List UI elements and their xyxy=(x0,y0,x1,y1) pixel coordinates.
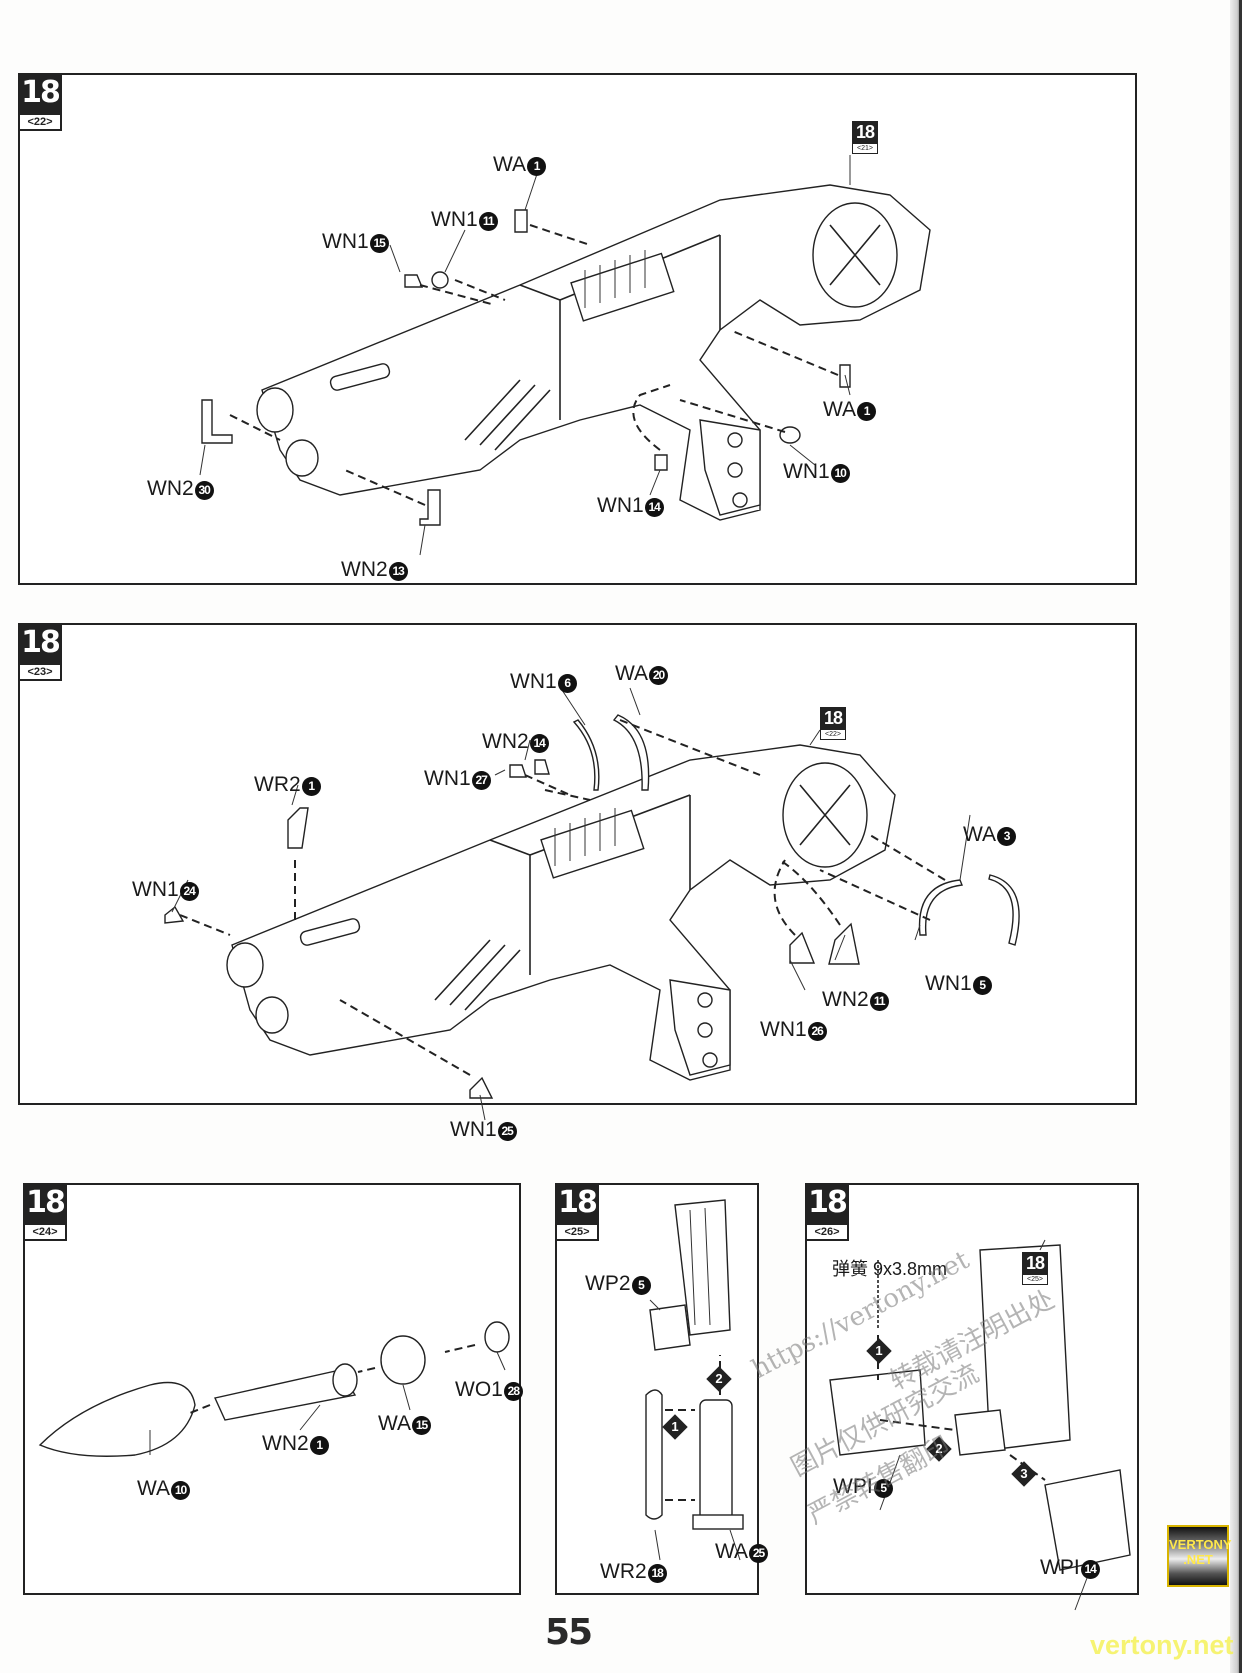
step-badge: 18 <24> xyxy=(23,1183,67,1241)
part-number-badge: 11 xyxy=(869,992,889,1011)
ref-step-badge: 18 <21> xyxy=(852,121,878,154)
order-step-marker: 1 xyxy=(866,1338,892,1364)
part-number-badge: 25 xyxy=(497,1122,517,1141)
magazine-drawing xyxy=(645,1199,744,1530)
rifle-assembly-drawing-1 xyxy=(256,184,931,521)
spring-spec-note: 弹簧 9x3.8mm xyxy=(832,1259,948,1279)
part-number-badge: 26 xyxy=(807,1022,827,1041)
part-number-badge: 5 xyxy=(972,976,992,995)
part-number-badge: 14 xyxy=(529,734,549,753)
part-number-badge: 25 xyxy=(749,1544,769,1563)
part-number-badge: 20 xyxy=(649,666,669,685)
part-number-badge: 5 xyxy=(873,1479,893,1498)
order-step-marker: 2 xyxy=(706,1366,732,1392)
part-number-badge: 10 xyxy=(171,1481,191,1500)
part-number-badge: 5 xyxy=(631,1276,651,1295)
barrel-exploded-drawing xyxy=(38,1321,510,1457)
step-badge: 18 <23> xyxy=(18,623,62,681)
part-number-badge: 13 xyxy=(388,562,408,581)
part-number-badge: 1 xyxy=(309,1436,329,1455)
part-number-badge: 27 xyxy=(471,771,491,790)
rifle-assembly-drawing-2 xyxy=(226,744,896,1081)
part-number-badge: 18 xyxy=(647,1564,667,1583)
part-number-badge: 10 xyxy=(830,464,850,483)
ref-step-badge: 18 <22> xyxy=(820,707,846,740)
order-step-marker: 3 xyxy=(1011,1461,1037,1487)
part-number-badge: 3 xyxy=(997,827,1017,846)
footer-watermark: vertony.net xyxy=(1090,1630,1234,1660)
page-number: 55 xyxy=(545,1612,593,1653)
part-number-badge: 1 xyxy=(857,402,877,421)
vertony-logo: VERTONY .NET xyxy=(1167,1525,1232,1587)
part-number-badge: 6 xyxy=(557,674,577,693)
part-number-badge: 11 xyxy=(478,212,498,231)
stock-drawing xyxy=(829,1244,1131,1571)
step-badge: 18 <25> xyxy=(555,1183,599,1241)
part-number-badge: 28 xyxy=(503,1382,523,1401)
step-badge: 18 <22> xyxy=(18,73,62,131)
part-number-badge: 24 xyxy=(179,882,199,901)
part-number-badge: 15 xyxy=(412,1416,432,1435)
order-step-marker: 1 xyxy=(662,1414,688,1440)
part-number-badge: 14 xyxy=(1080,1560,1100,1579)
part-number-badge: 15 xyxy=(369,234,389,253)
part-number-badge: 30 xyxy=(194,481,214,500)
ref-step-badge: 18 <25> xyxy=(1022,1252,1048,1285)
book-spine-edge xyxy=(1239,0,1242,1673)
step-badge: 18 <26> xyxy=(805,1183,849,1241)
part-number-badge: 14 xyxy=(644,498,664,517)
part-number-badge: 1 xyxy=(527,157,547,176)
part-number-badge: 1 xyxy=(301,777,321,796)
